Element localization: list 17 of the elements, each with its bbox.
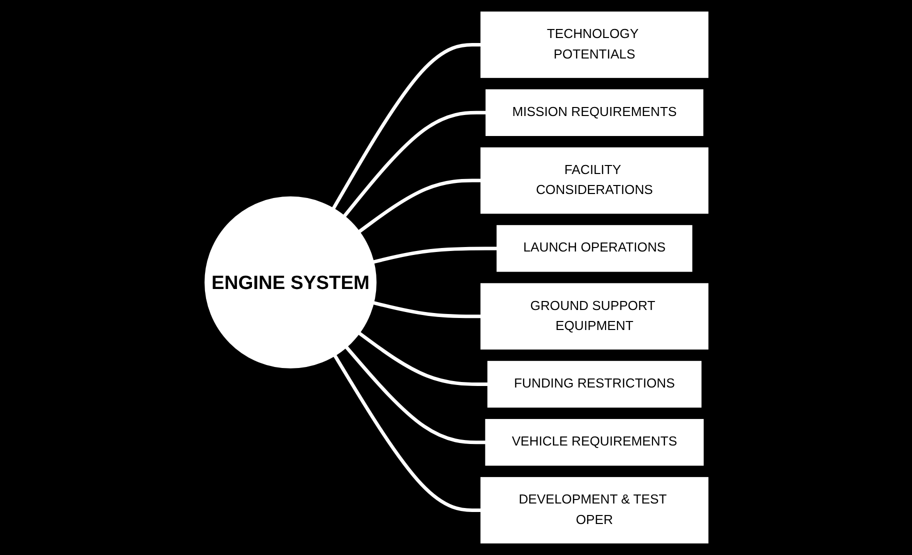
connector	[372, 246, 497, 264]
connector	[332, 354, 480, 512]
node-box: MISSION REQUIREMENTS	[485, 89, 703, 136]
connector	[344, 346, 486, 444]
node-box: VEHICLE REQUIREMENTS	[484, 418, 704, 466]
connector	[358, 178, 480, 233]
connector	[332, 43, 480, 210]
node-box: TECHNOLOGY POTENTIALS	[480, 12, 708, 78]
node-box: FACILITY CONSIDERATIONS	[480, 147, 708, 214]
connector	[342, 110, 486, 218]
connector	[358, 332, 488, 386]
connector	[372, 301, 480, 318]
node-box: GROUND SUPPORT EQUIPMENT	[480, 283, 708, 350]
node-box: DEVELOPMENT & TEST OPER	[480, 477, 708, 544]
node-circle: ENGINE SYSTEM	[204, 196, 376, 368]
node-box: FUNDING RESTRICTIONS	[486, 360, 702, 408]
node-box: LAUNCH OPERATIONS	[496, 225, 692, 272]
